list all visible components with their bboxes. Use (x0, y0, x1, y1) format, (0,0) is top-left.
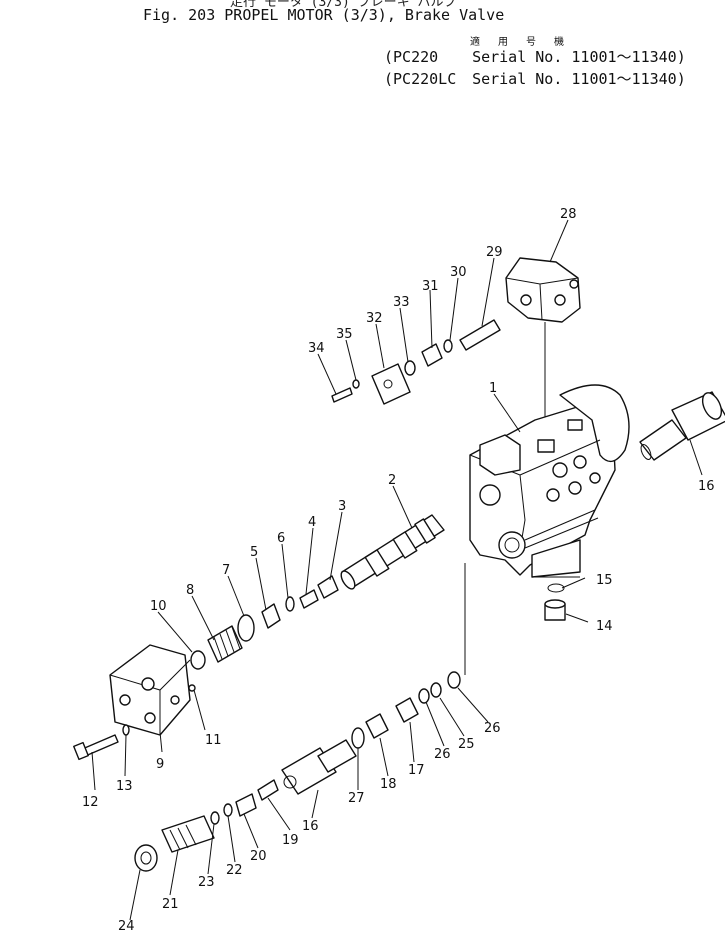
spring-part-17 (395, 697, 419, 723)
callout-16-upper: 16 (698, 479, 715, 494)
callout-9: 9 (156, 757, 164, 772)
ring-part-22 (223, 803, 233, 817)
callout-25: 25 (458, 737, 475, 752)
spool-part-2 (340, 514, 445, 590)
callout-7: 7 (222, 563, 230, 578)
ring-part-23 (210, 811, 220, 825)
ring-part-11 (188, 684, 196, 692)
valve-body-part-1 (469, 384, 630, 578)
plug-part-14 (544, 583, 566, 621)
plug-part-3 (317, 575, 339, 599)
spring-part-20 (235, 793, 257, 817)
serial-row-2: (PC220LC Serial No. 11001～11340) (384, 70, 686, 88)
callout-labels: 1 2 3 4 5 6 7 8 9 10 11 12 13 14 15 16 1… (82, 207, 715, 932)
callout-12: 12 (82, 795, 99, 810)
nut-part-24 (134, 844, 158, 872)
valve-block-part-28 (505, 257, 581, 323)
callout-4: 4 (308, 515, 316, 530)
spool-small-parts (190, 575, 339, 670)
callout-20: 20 (250, 849, 267, 864)
callout-10: 10 (150, 599, 167, 614)
callout-27: 27 (348, 791, 365, 806)
callout-13: 13 (116, 779, 133, 794)
callout-22: 22 (226, 863, 243, 878)
ring-part-26b (447, 671, 461, 689)
seat-part-5 (261, 603, 281, 629)
ring-part-6 (285, 596, 295, 612)
cartridge-part-16-upper (639, 391, 725, 461)
callout-26a: 26 (484, 721, 501, 736)
callout-23: 23 (198, 875, 215, 890)
callout-3: 3 (338, 499, 346, 514)
callout-21: 21 (162, 897, 179, 912)
washer-part-13 (122, 724, 130, 736)
callout-11: 11 (205, 733, 222, 748)
callout-31: 31 (422, 279, 439, 294)
callout-35: 35 (336, 327, 353, 342)
callout-8: 8 (186, 583, 194, 598)
serial-row-1: (PC220 Serial No. 11001～11340) (384, 48, 686, 66)
callout-2: 2 (388, 473, 396, 488)
callout-15: 15 (596, 573, 613, 588)
ring-part-26a (418, 688, 430, 704)
ring-part-30 (443, 339, 453, 353)
applicable-label: 適 用 号 機 (470, 37, 571, 48)
ring-part-27 (351, 727, 365, 749)
plug-part-29 (459, 319, 501, 351)
cartridge-part-16-lower (281, 739, 357, 795)
callout-1: 1 (489, 381, 497, 396)
callout-26b: 26 (434, 747, 451, 762)
spring-part-31 (421, 343, 443, 367)
callout-leaders (91, 219, 703, 921)
bolt-part-12 (73, 724, 130, 761)
ring-part-7 (237, 614, 255, 642)
ring-part-15 (547, 583, 565, 593)
bottom-small-parts (134, 779, 279, 872)
serial-range-2: Serial No. 11001～11340 (472, 70, 677, 88)
callout-24: 24 (118, 919, 135, 932)
callout-29: 29 (486, 245, 503, 260)
spring-part-8 (207, 625, 243, 663)
ring-part-25 (430, 682, 442, 698)
sleeve-part-18 (365, 713, 389, 739)
serial-model-1: PC220 (393, 48, 439, 66)
figure-title: Fig. 203 PROPEL MOTOR (3/3), Brake Valve (143, 6, 505, 24)
callout-19: 19 (282, 833, 299, 848)
callout-33: 33 (393, 295, 410, 310)
callout-32: 32 (366, 311, 383, 326)
callout-5: 5 (250, 545, 258, 560)
poppet-part-19 (257, 779, 279, 801)
bolt-part-34 (331, 387, 353, 403)
ring-part-33 (404, 360, 416, 376)
spring-part-4 (299, 589, 319, 609)
upper-small-parts (331, 319, 501, 405)
callout-14: 14 (596, 619, 613, 634)
lower-small-parts (351, 671, 461, 749)
washer-part-35 (352, 379, 360, 389)
callout-18: 18 (380, 777, 397, 792)
callout-34: 34 (308, 341, 325, 356)
callout-30: 30 (450, 265, 467, 280)
serial-range-1: Serial No. 11001～11340 (472, 48, 677, 66)
japanese-title: 走行 モータ (3/3) ブレーキ バルブ (230, 0, 457, 10)
callout-6: 6 (277, 531, 285, 546)
callout-17: 17 (408, 763, 425, 778)
adjuster-part-21 (161, 815, 215, 853)
cover-part-32 (371, 363, 411, 405)
ring-part-10 (190, 650, 206, 670)
callout-16-lower: 16 (302, 819, 319, 834)
serial-model-2: PC220LC (393, 70, 457, 88)
callout-28: 28 (560, 207, 577, 222)
cover-part-9 (109, 644, 196, 736)
